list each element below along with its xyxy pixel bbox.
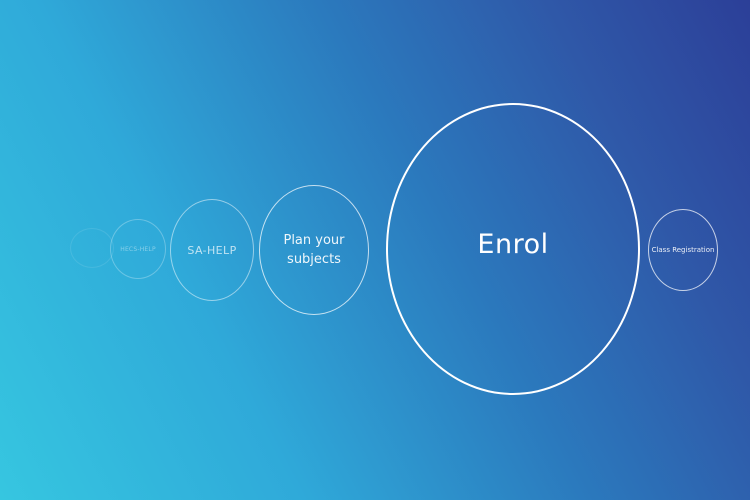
step-label-hecs-help: HECS-HELP xyxy=(120,245,156,253)
step-label-enrol: Enrol xyxy=(477,228,549,260)
step-circle-class-registration: Class Registration xyxy=(648,209,718,291)
step-circle-plan-your-subjects: Plan your subjects xyxy=(259,185,369,315)
step-circle-faint xyxy=(70,228,114,268)
step-label-plan-your-subjects: Plan your subjects xyxy=(283,233,345,267)
step-label-sa-help: SA-HELP xyxy=(187,243,237,257)
step-circle-hecs-help: HECS-HELP xyxy=(110,219,166,279)
step-label-class-registration: Class Registration xyxy=(651,246,715,254)
step-circle-enrol: Enrol xyxy=(386,103,640,395)
step-circle-sa-help: SA-HELP xyxy=(170,199,254,301)
